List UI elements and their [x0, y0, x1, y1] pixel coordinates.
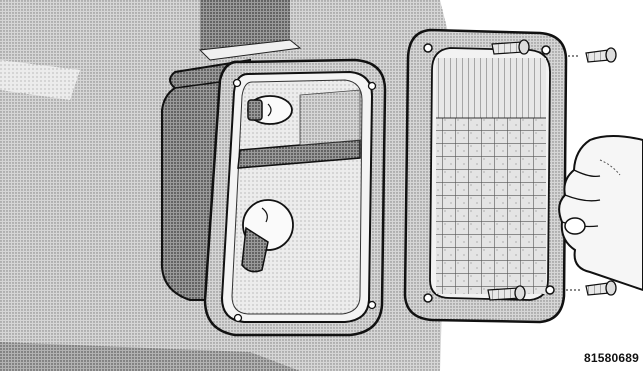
upper-bulb — [248, 96, 292, 124]
figure-id-label: 81580689 — [584, 351, 639, 365]
upper-loose-screw — [568, 48, 616, 62]
hand — [559, 136, 643, 290]
lower-loose-screw — [566, 281, 616, 295]
housing-gasket-frame — [205, 60, 385, 335]
lens-assembly — [405, 30, 566, 322]
